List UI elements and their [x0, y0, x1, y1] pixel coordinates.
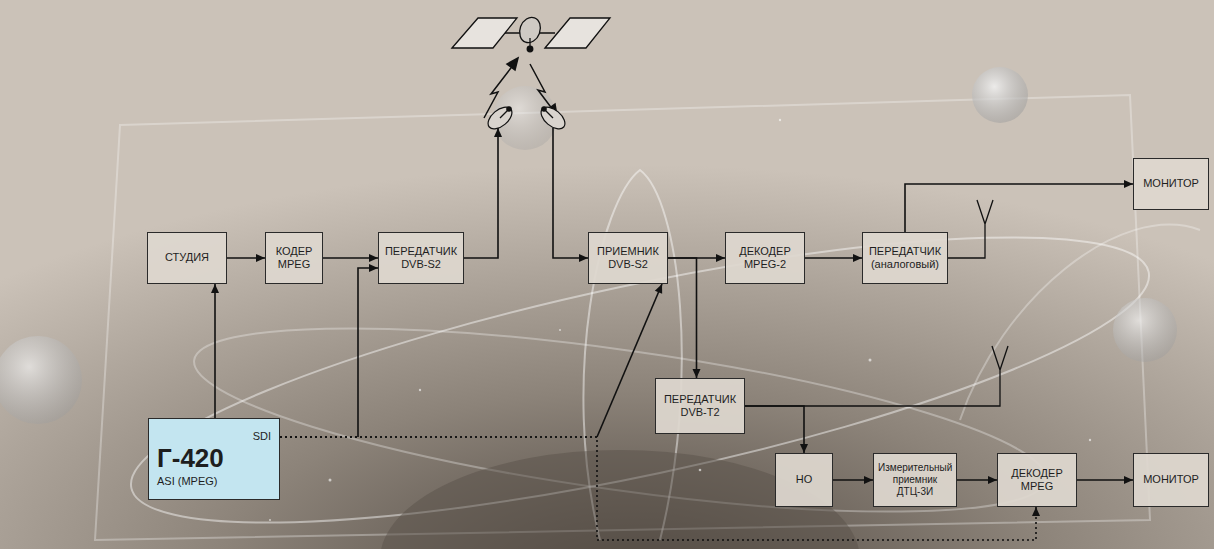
- connector-line: [214, 284, 216, 418]
- signal-connector: [1077, 476, 1133, 484]
- decoder-box: ДЕКОДЕР MPEG: [997, 453, 1077, 507]
- box-label: ДЕКОДЕР MPEG: [1002, 467, 1072, 493]
- decoder-box: ДЕКОДЕР MPEG-2: [725, 232, 805, 284]
- monitor-box: МОНИТОР: [1133, 158, 1209, 210]
- arrow-head: [494, 128, 502, 137]
- box-label: ДЕКОДЕР MPEG-2: [730, 245, 800, 271]
- connector-line: [597, 284, 662, 437]
- arrow-head: [579, 254, 588, 262]
- arrow-head: [655, 284, 662, 294]
- box-label: ПЕРЕДАТЧИК (аналоговый): [867, 245, 943, 271]
- connector-line: [358, 268, 378, 437]
- signal-connector: [323, 254, 378, 262]
- transmitter-box: ПЕРЕДАТЧИК DVB-T2: [655, 378, 745, 434]
- connector-line: [280, 437, 1036, 540]
- arrow-head: [988, 476, 997, 484]
- earth-images: [0, 67, 1177, 549]
- arrow-head: [369, 254, 378, 262]
- box-label: КОДЕР MPEG: [270, 245, 318, 271]
- signal-connector: [668, 258, 701, 378]
- arrow-head: [369, 264, 378, 272]
- box-label: МОНИТОР: [1138, 473, 1204, 486]
- signal-connector: [280, 284, 662, 437]
- box-label: МОНИТОР: [1138, 177, 1204, 190]
- connector-line: [745, 406, 804, 453]
- connector-line: [668, 258, 697, 378]
- satellite: [452, 14, 610, 51]
- box-label: Г-420: [157, 443, 271, 474]
- stars: [269, 119, 1091, 521]
- arrow-head: [800, 444, 808, 453]
- receiver-box: ПРИЕМНИК DVB-S2: [588, 232, 668, 284]
- generator-box: SDIГ-420ASI (MPEG): [148, 418, 280, 500]
- box-label: ASI (MPEG): [157, 475, 271, 488]
- arrow-head: [1124, 180, 1133, 188]
- box-label: СТУДИЯ: [152, 251, 222, 264]
- signal-connector: [211, 284, 219, 418]
- box-label: ПЕРЕДАТЧИК DVB-T2: [660, 393, 740, 419]
- signal-connector: [227, 254, 265, 262]
- connector-line: [905, 184, 1133, 232]
- signal-connector: [905, 180, 1133, 232]
- arrow-head: [211, 284, 219, 293]
- arrow-head: [1032, 507, 1040, 516]
- signal-connector: [280, 437, 1040, 540]
- transmitter-box: ПЕРЕДАТЧИК (аналоговый): [862, 232, 948, 284]
- transmitter-box: ПЕРЕДАТЧИК DVB-S2: [378, 232, 464, 284]
- signal-connector: [464, 128, 588, 262]
- connector-line: [464, 128, 498, 258]
- arrow-head: [864, 476, 873, 484]
- satellite-dishes: [484, 103, 569, 133]
- arrow-head: [693, 369, 701, 378]
- studio-box: СТУДИЯ: [147, 232, 227, 284]
- signal-connector: [805, 254, 862, 262]
- box-label: ПРИЕМНИК DVB-S2: [593, 245, 663, 271]
- signal-connector: [745, 406, 808, 453]
- splitter-box: НО: [775, 453, 833, 507]
- monitor-box: МОНИТОР: [1133, 453, 1209, 507]
- encoder-box: КОДЕР MPEG: [265, 232, 323, 284]
- connector-line: [280, 436, 597, 438]
- box-label: НО: [780, 473, 828, 486]
- arrow-head: [256, 254, 265, 262]
- radio-link: [484, 58, 557, 118]
- box-label: Измерительный приемник ДТЦ-3И: [878, 462, 952, 498]
- connector-line: [553, 128, 588, 258]
- box-label: SDI: [157, 430, 271, 443]
- arrow-head: [716, 254, 725, 262]
- arrow-head: [1124, 476, 1133, 484]
- receiver-box: Измерительный приемник ДТЦ-3И: [873, 453, 957, 507]
- box-label: ПЕРЕДАТЧИК DVB-S2: [383, 245, 459, 271]
- signal-connector: [280, 264, 378, 437]
- arrow-head: [853, 254, 862, 262]
- signal-connector: [957, 476, 997, 484]
- signal-connector: [833, 476, 873, 484]
- antennas: [745, 184, 1008, 406]
